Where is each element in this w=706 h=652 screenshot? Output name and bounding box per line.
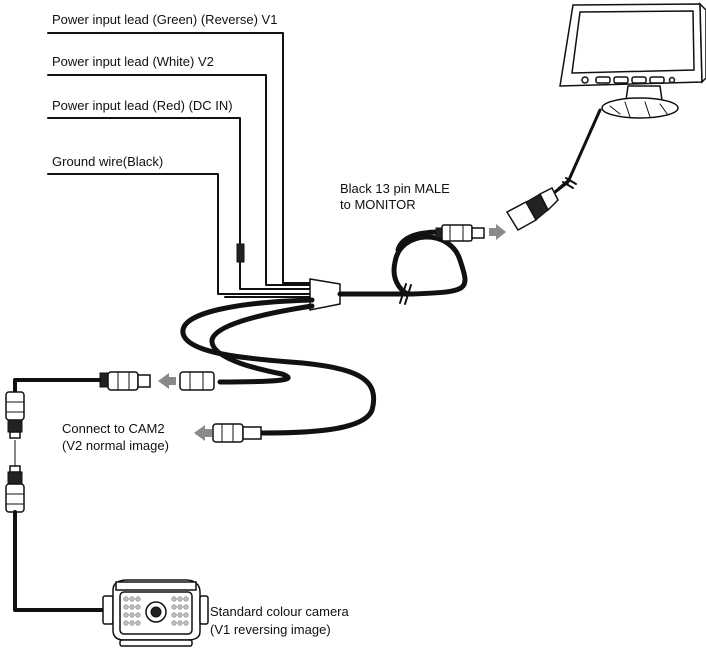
ir-led-array-right — [171, 596, 189, 626]
camera — [102, 579, 209, 647]
ground-wire-label: Ground wire(Black) — [52, 154, 163, 169]
ir-led — [135, 604, 141, 610]
ir-led — [183, 620, 189, 626]
ir-led — [171, 612, 177, 618]
ir-led — [183, 596, 189, 602]
cam2-label: Connect to CAM2 — [62, 421, 165, 436]
monitor-button — [631, 76, 647, 84]
camera-label: Standard colour camera — [210, 604, 350, 619]
monitor-connector — [505, 186, 559, 232]
camera-mount-bracket — [102, 595, 114, 625]
ir-led — [171, 596, 177, 602]
ir-led — [183, 612, 189, 618]
ground-wire — [47, 173, 313, 295]
monitor-button — [595, 76, 611, 84]
ir-led — [135, 612, 141, 618]
camera-lens-inner — [150, 606, 162, 618]
cam2-connector — [212, 423, 262, 443]
monitor-button — [668, 76, 676, 84]
monitor-lead-inner — [557, 115, 599, 189]
ir-led — [183, 604, 189, 610]
extension-connector — [99, 371, 151, 391]
red-lead-wire — [47, 117, 313, 290]
monitor-button — [581, 76, 589, 84]
v1-connector-female — [179, 371, 215, 391]
monitor-connector-label: to MONITOR — [340, 197, 416, 212]
ir-led-array-left — [123, 596, 141, 626]
camera-base — [119, 639, 193, 647]
ir-led — [123, 596, 129, 602]
arrow-to-cam2 — [194, 425, 212, 441]
camera-label: (V1 reversing image) — [210, 622, 331, 637]
vertical-connector-upper — [5, 391, 25, 439]
monitor-cable — [337, 229, 468, 305]
extension-cable — [13, 378, 102, 395]
ir-led — [171, 620, 177, 626]
camera-cables — [180, 297, 377, 436]
ir-led — [177, 604, 183, 610]
ir-led — [177, 620, 183, 626]
ir-led — [123, 604, 129, 610]
ir-led — [129, 596, 135, 602]
monitor-screen — [571, 10, 695, 74]
green-lead-wire — [47, 32, 313, 284]
monitor-stand — [601, 97, 679, 119]
white-lead-label: Power input lead (White) V2 — [52, 54, 214, 69]
monitor-button — [649, 76, 665, 84]
cable-break-mark — [399, 283, 412, 305]
cam2-label: (V2 normal image) — [62, 438, 169, 453]
monitor-side — [699, 2, 706, 84]
monitor-connector-label: Black 13 pin MALE — [340, 181, 450, 196]
junction-box — [309, 278, 341, 311]
ir-led — [135, 596, 141, 602]
ir-led — [171, 604, 177, 610]
ir-led — [135, 620, 141, 626]
inline-fuse — [236, 243, 245, 263]
green-lead-label: Power input lead (Green) (Reverse) V1 — [52, 12, 277, 27]
white-lead-wire — [47, 74, 313, 286]
ir-led — [177, 612, 183, 618]
ir-led — [129, 612, 135, 618]
camera-cable — [13, 510, 110, 612]
arrow-to-monitor — [489, 224, 506, 240]
arrow-to-camera-extension — [158, 373, 176, 389]
ir-led — [129, 620, 135, 626]
13-pin-male-connector — [435, 224, 485, 242]
camera-mount-bracket — [199, 595, 209, 625]
ir-led — [177, 596, 183, 602]
monitor-button — [613, 76, 629, 84]
ir-led — [129, 604, 135, 610]
vertical-connector-lower — [5, 465, 25, 513]
monitor — [559, 2, 706, 119]
monitor-lead — [553, 108, 602, 194]
power-leads: Power input lead (Green) (Reverse) V1 Po… — [47, 12, 313, 298]
ir-led — [123, 612, 129, 618]
ir-led — [123, 620, 129, 626]
camera-hood — [115, 581, 197, 591]
red-lead-label: Power input lead (Red) (DC IN) — [52, 98, 233, 113]
